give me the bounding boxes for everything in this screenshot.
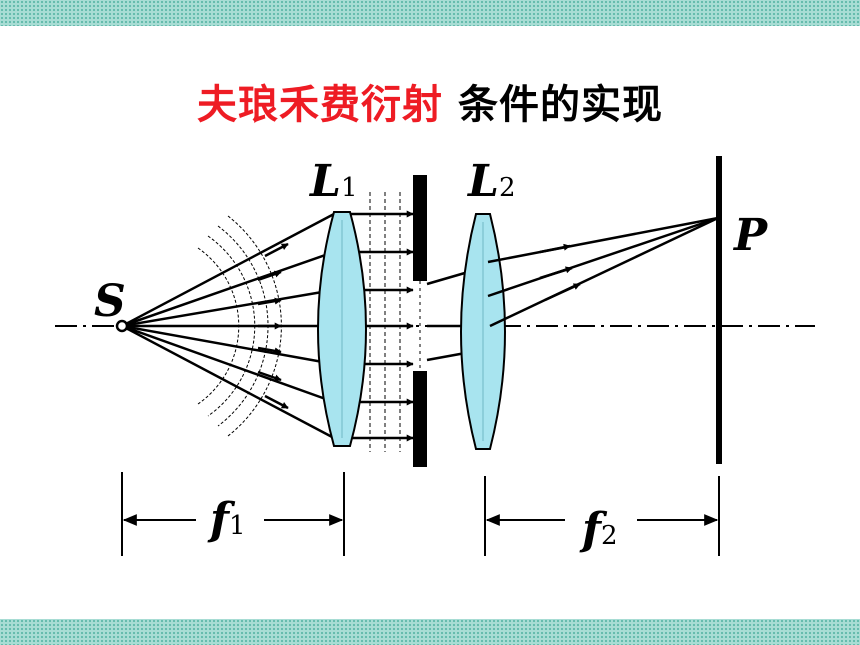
point-source [115, 319, 129, 333]
bottom-decorative-band [0, 619, 860, 645]
lens-1-label: L1 [310, 156, 358, 207]
focal-length-2-label: f2 [582, 504, 618, 555]
converging-rays [487, 216, 719, 328]
focal-length-2-dimension [484, 476, 720, 556]
focal-length-1-label: f1 [210, 494, 246, 545]
title-black-part: 条件的实现 [457, 82, 663, 128]
focal-length-1-dimension [121, 472, 345, 556]
top-decorative-band [0, 0, 860, 26]
incident-ray-arrows [257, 242, 289, 410]
lens-2 [460, 213, 506, 450]
title-red-part: 夫琅禾费衍射 [197, 82, 444, 128]
incident-rays [121, 212, 335, 440]
converging-ray-arrows [539, 243, 581, 302]
lens-1 [317, 211, 367, 447]
slide-title: 夫琅禾费衍射 条件的实现 [0, 72, 860, 130]
slit-lower-plate [413, 371, 427, 467]
wavefront-planes [369, 192, 401, 452]
lens-2-label: L2 [468, 156, 516, 207]
slit-upper-plate [413, 175, 427, 281]
focal-point-label: P [734, 210, 768, 261]
source-label: S [94, 276, 126, 327]
